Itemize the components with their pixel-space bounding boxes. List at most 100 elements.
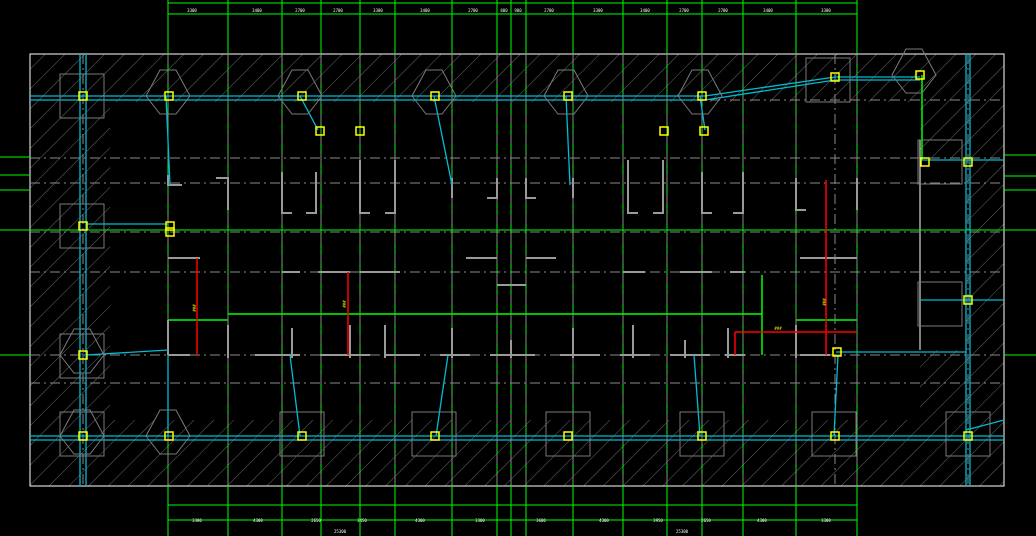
column-marker [430,431,440,441]
pipe-line [30,76,920,97]
bottom-dim-label: 3950 [653,518,663,523]
column-marker [78,350,88,360]
callout-label: ### [192,304,197,312]
callout-label: ### [774,326,782,331]
column-pad [279,411,325,457]
column-pad [679,411,725,457]
column-pad [917,281,963,327]
wall-segments [167,160,858,358]
column-pad [59,411,105,457]
column-pad [411,411,457,457]
pile-cap-outline [411,69,457,115]
pile-cap-outline [891,48,937,94]
pipe-line [693,354,701,437]
bottom-dim-label: 2650 [311,518,321,523]
top-dim-label: 800 [500,8,508,13]
column-marker [165,227,175,237]
bottom-dim-label: 3300 [192,518,202,523]
column-marker [830,72,840,82]
column-marker [699,126,709,136]
wall-segment [653,160,664,214]
callout-labels: ### ### ### ### [192,298,827,331]
wall-segment [795,178,806,211]
top-dimension-labels: 3300 3400 2700 2700 3300 3400 2700 800 9… [187,8,831,13]
top-dim-label: 2700 [679,8,689,13]
pipe-line [289,354,301,437]
column-marker [659,126,669,136]
pile-cap-outline [677,69,723,115]
top-dim-label: 2700 [333,8,343,13]
column-marker [697,91,707,101]
bottom-dim-label: 3600 [536,518,546,523]
column-marker [963,431,973,441]
wall-segment [167,175,182,186]
wall-segment [487,178,498,199]
column-marker [78,91,88,101]
column-marker [963,157,973,167]
pipe-line [435,354,449,437]
top-dim-label: 3400 [763,8,773,13]
column-pad [59,73,105,119]
top-dim-label: 3400 [420,8,430,13]
column-marker [563,91,573,101]
bottom-dim-label: 4300 [599,518,609,523]
bottom-dim-label: 4300 [757,518,767,523]
column-marker [78,431,88,441]
bottom-dim-label: 2650 [701,518,711,523]
wall-segment [306,172,317,214]
column-marker [297,91,307,101]
top-dim-label: 2700 [468,8,478,13]
pile-cap-outline [543,69,589,115]
pipe-line [699,95,706,131]
pile-cap-outline [59,328,105,374]
column-marker [915,70,925,80]
column-marker [920,157,930,167]
hatched-slab-band [30,54,1004,486]
pipe-line [965,419,1005,431]
column-pad [59,203,105,249]
column-marker [355,126,365,136]
column-marker [963,295,973,305]
top-dim-label: 900 [514,8,522,13]
wall-segment [216,177,229,210]
bottom-dim-label: 3300 [475,518,485,523]
bottom-dim-label: 3450 [357,518,367,523]
top-dim-label: 2700 [295,8,305,13]
pipe-line [165,95,171,186]
column-pad [805,57,851,103]
pipe-line [833,354,839,437]
top-dim-label: 3400 [252,8,262,13]
pile-cap-outline [277,69,323,115]
column-marker [164,91,174,101]
top-dim-label: 2700 [718,8,728,13]
bottom-dim-label: 3300 [821,518,831,523]
column-pad [59,333,105,379]
wall-segment [359,160,370,214]
wall-segment [701,172,712,214]
callout-label: ### [822,298,827,306]
bottom-dim-label: 4300 [415,518,425,523]
wall-segment [281,172,292,214]
column-marker [563,431,573,441]
pipe-line [565,95,571,186]
pipe-line [433,95,453,186]
top-dim-label: 3300 [187,8,197,13]
top-dim-label: 3300 [373,8,383,13]
pile-cap-outline [59,409,105,455]
column-pad [811,411,857,457]
wall-segment [385,160,396,214]
pile-cap-outline [145,69,191,115]
slab-outline [29,53,1005,487]
column-marker [78,221,88,231]
bottom-total-left: 25300 [334,529,347,534]
column-marker [830,431,840,441]
column-marker [297,431,307,441]
bottom-dim-label: 4300 [253,518,263,523]
callout-label: ### [342,300,347,308]
column-marker [430,91,440,101]
pipe-line [30,79,920,101]
column-markers [78,70,973,441]
wall-segment [733,172,744,214]
pile-cap-outline [145,409,191,455]
